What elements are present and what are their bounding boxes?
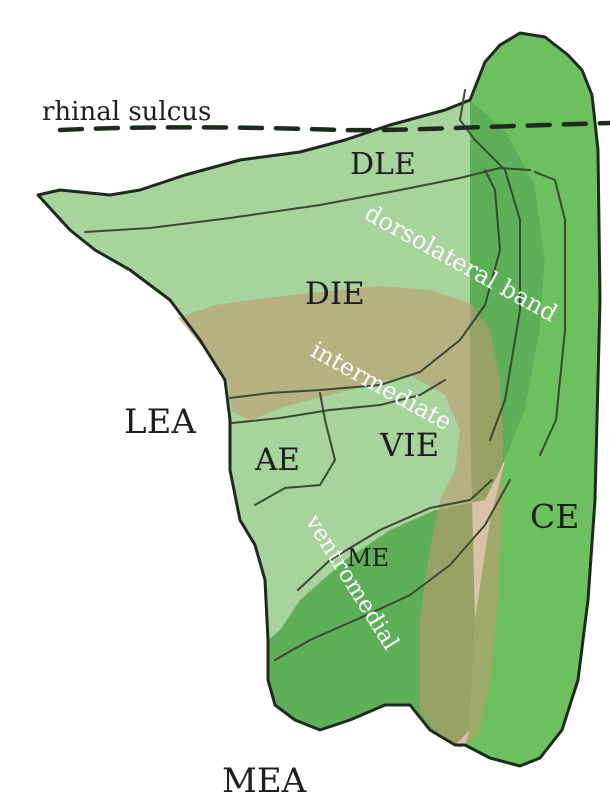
ae-label: AE bbox=[254, 442, 300, 478]
die-label: DIE bbox=[305, 276, 365, 312]
vie-label: VIE bbox=[379, 426, 439, 464]
lea-label: LEA bbox=[124, 402, 196, 442]
mea-label: MEA bbox=[222, 761, 307, 799]
dle-label: DLE bbox=[350, 147, 416, 182]
rhinal-sulcus-label: rhinal sulcus bbox=[42, 97, 211, 127]
ce-label: CE bbox=[530, 497, 579, 536]
